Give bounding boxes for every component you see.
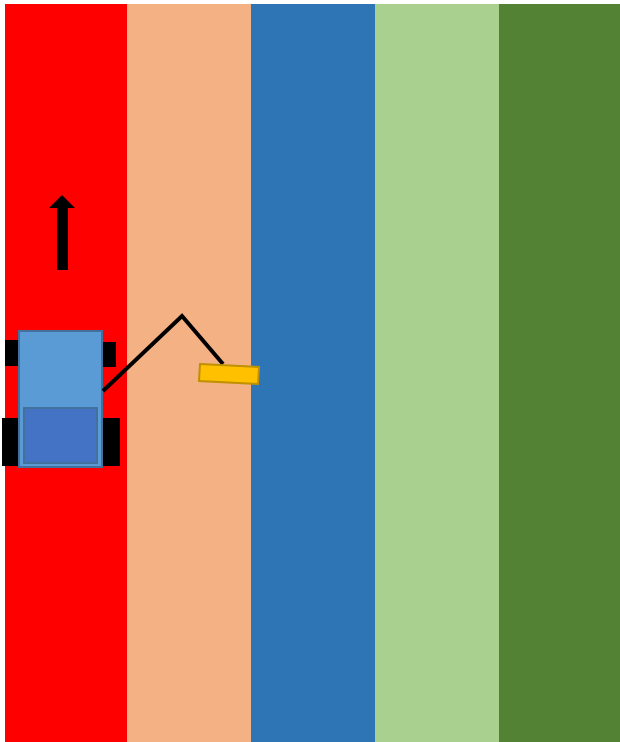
robot-vehicle bbox=[2, 330, 120, 468]
lane-stripe-3 bbox=[251, 4, 375, 742]
wheel-rear-right bbox=[103, 418, 120, 466]
wheel-front-left bbox=[5, 340, 18, 366]
arrow-up-icon bbox=[49, 195, 75, 270]
wheel-rear-left bbox=[2, 418, 19, 466]
wheel-front-right bbox=[103, 342, 116, 367]
gripper-block bbox=[197, 362, 261, 386]
lane-stripe-4 bbox=[375, 4, 499, 742]
robot-cab bbox=[23, 407, 98, 464]
direction-arrow-shape bbox=[49, 195, 75, 270]
lane-stripe-5 bbox=[499, 4, 620, 742]
robot-arm bbox=[101, 313, 225, 393]
